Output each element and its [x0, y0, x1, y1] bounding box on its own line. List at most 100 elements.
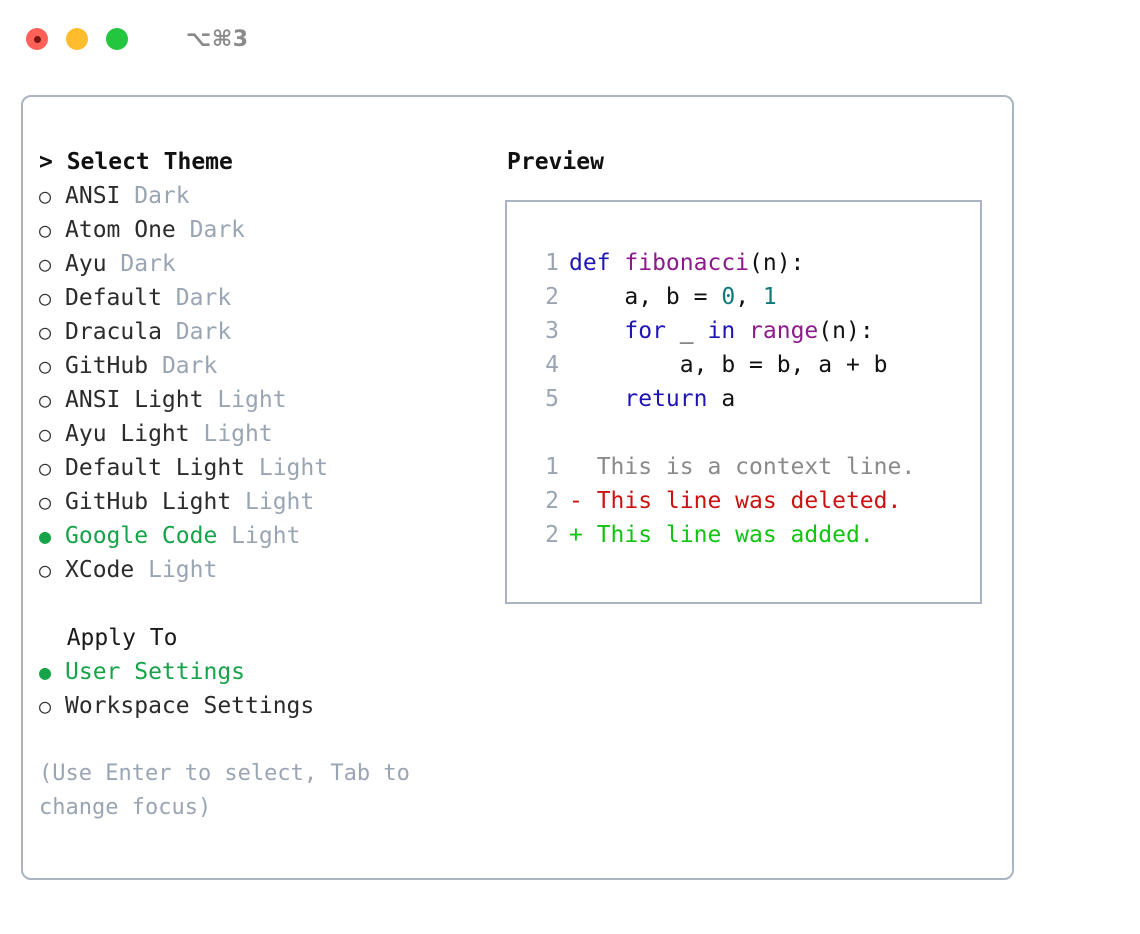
theme-list: ○ ANSI Dark ○ Atom One Dark ○ Ayu Dark ○ Defaul… [39, 179, 503, 587]
line-number: 2 [545, 522, 559, 548]
theme-option-ayu[interactable]: ○Ayu Dark [39, 247, 503, 281]
radio-unselected-icon: ○ [39, 286, 52, 310]
code-token-pl: (n): [818, 318, 874, 344]
section-spacer [39, 587, 503, 621]
radio-selected-icon: ● [39, 660, 52, 684]
theme-option-default[interactable]: ○ Default Dark [39, 281, 503, 315]
code-token-pl [569, 318, 624, 344]
preview-title: Preview [507, 149, 604, 175]
theme-option-google-code[interactable]: ● Google Code Light [39, 519, 503, 553]
theme-option-badge: Dark [161, 285, 232, 311]
theme-option-label: Dracula [65, 319, 162, 345]
theme-option-label: Atom One [65, 217, 176, 243]
theme-option-label: ANSI Light [65, 387, 204, 413]
code-token-fn: fibonacci [624, 250, 750, 276]
theme-option-badge: Dark [175, 217, 246, 243]
apply-option-label: User Settings [65, 659, 246, 685]
diff-text: + This line was added. [569, 522, 874, 548]
theme-option-badge: Light [217, 523, 301, 549]
code-token-num: 0 [721, 284, 736, 310]
radio-unselected-icon: ○ [39, 184, 52, 208]
code-line: 4 a, b = b, a + b [525, 348, 980, 382]
theme-option-label: Google Code [65, 523, 218, 549]
diff-text: - This line was deleted. [569, 488, 902, 514]
radio-unselected-icon: ○ [39, 490, 52, 514]
theme-option-label: Ayu Light [65, 421, 190, 447]
line-number: 1 [545, 454, 559, 480]
theme-option-badge: Light [189, 421, 273, 447]
code-line: 5 return a [525, 382, 980, 416]
theme-option-label: GitHub [65, 353, 149, 379]
radio-unselected-icon: ○ [39, 558, 52, 582]
code-line: 2 a, b = 0, 1 [525, 280, 980, 314]
theme-option-label: GitHub Light [65, 489, 232, 515]
apply-to-header: Apply To [39, 625, 178, 651]
theme-option-github[interactable]: ○ GitHub Dark [39, 349, 503, 383]
code-diff-gap [525, 416, 980, 450]
close-button-icon[interactable] [26, 28, 48, 50]
line-number: 2 [545, 488, 559, 514]
code-token-pl [735, 318, 749, 344]
theme-option-label: Default Light [65, 455, 246, 481]
theme-option-default-light[interactable]: ○ Default Light Light [39, 451, 503, 485]
radio-unselected-icon: ○ [39, 320, 52, 344]
theme-option-dracula[interactable]: ○ Dracula Dark [39, 315, 503, 349]
theme-option-ansi-light[interactable]: ○ ANSI Light Light [39, 383, 503, 417]
theme-picker-column: > Select Theme ○ANSI Dark○Atom One Dark○… [23, 97, 503, 878]
code-line: 1 def fibonacci(n): [525, 246, 980, 280]
theme-option-ayu-light[interactable]: ○ Ayu Light Light [39, 417, 503, 451]
keyboard-shortcut-label: ⌥⌘3 [186, 26, 249, 52]
theme-option-xcode[interactable]: ○XCode Light [39, 553, 503, 587]
code-token-kw: return [624, 386, 708, 412]
theme-option-badge: Dark [120, 183, 190, 209]
radio-unselected-icon: ○ [39, 218, 52, 242]
theme-option-badge: Dark [161, 319, 232, 345]
theme-option-atom-one[interactable]: ○ Atom One Dark [39, 213, 503, 247]
code-token-pl: (n): [749, 250, 805, 276]
theme-option-label: ANSI [65, 183, 121, 209]
code-token-pl: a [707, 386, 736, 412]
diff-text: This is a context line. [569, 454, 916, 480]
code-token-pl: a, b = b, a + b [569, 352, 888, 378]
code-text: return a [569, 382, 735, 416]
radio-unselected-icon: ○ [39, 422, 52, 446]
code-token-num: 1 [762, 284, 777, 310]
code-token-pl [569, 386, 624, 412]
line-number: 2 [545, 284, 559, 310]
apply-option-workspace-settings[interactable]: ○ Workspace Settings [39, 689, 503, 723]
radio-unselected-icon: ○ [39, 252, 52, 276]
line-number: 3 [545, 318, 559, 344]
apply-option-label: Workspace Settings [65, 693, 315, 719]
titlebar: ⌥⌘3 [0, 0, 1140, 78]
code-text: for _ in range(n): [569, 314, 874, 348]
radio-unselected-icon: ○ [39, 388, 52, 412]
theme-option-label: Ayu [65, 251, 107, 277]
maximize-button-icon[interactable] [106, 28, 128, 50]
code-text: def fibonacci(n): [569, 246, 804, 280]
apply-option-user-settings[interactable]: ● User Settings [39, 655, 503, 689]
code-token-fn: range [749, 318, 819, 344]
radio-unselected-icon: ○ [39, 694, 52, 718]
code-token-kw: for [624, 318, 666, 344]
radio-unselected-icon: ○ [39, 456, 52, 480]
radio-unselected-icon: ○ [39, 354, 52, 378]
theme-option-github-light[interactable]: ○GitHub Light Light [39, 485, 503, 519]
code-token-pl: _ [665, 318, 708, 344]
theme-option-ansi[interactable]: ○ ANSI Dark [39, 179, 503, 213]
diff-line-del: 2 - This line was deleted. [525, 484, 980, 518]
theme-option-label: XCode [65, 557, 135, 583]
code-token-pl: a, b = [569, 284, 722, 310]
diff-line-add: 2 + This line was added. [525, 518, 980, 552]
line-number: 4 [545, 352, 559, 378]
theme-option-badge: Dark [148, 353, 218, 379]
theme-option-label: Default [65, 285, 162, 311]
code-text: a, b = 0, 1 [569, 280, 777, 314]
minimize-button-icon[interactable] [66, 28, 88, 50]
line-number: 1 [545, 250, 559, 276]
diff-sample: 1 This is a context line. 2 - This line wa… [525, 450, 980, 552]
main-panel: > Select Theme ○ANSI Dark○Atom One Dark○… [21, 95, 1014, 880]
theme-option-badge: Light [203, 387, 287, 413]
radio-selected-icon: ● [39, 524, 52, 548]
theme-option-badge: Light [245, 455, 329, 481]
